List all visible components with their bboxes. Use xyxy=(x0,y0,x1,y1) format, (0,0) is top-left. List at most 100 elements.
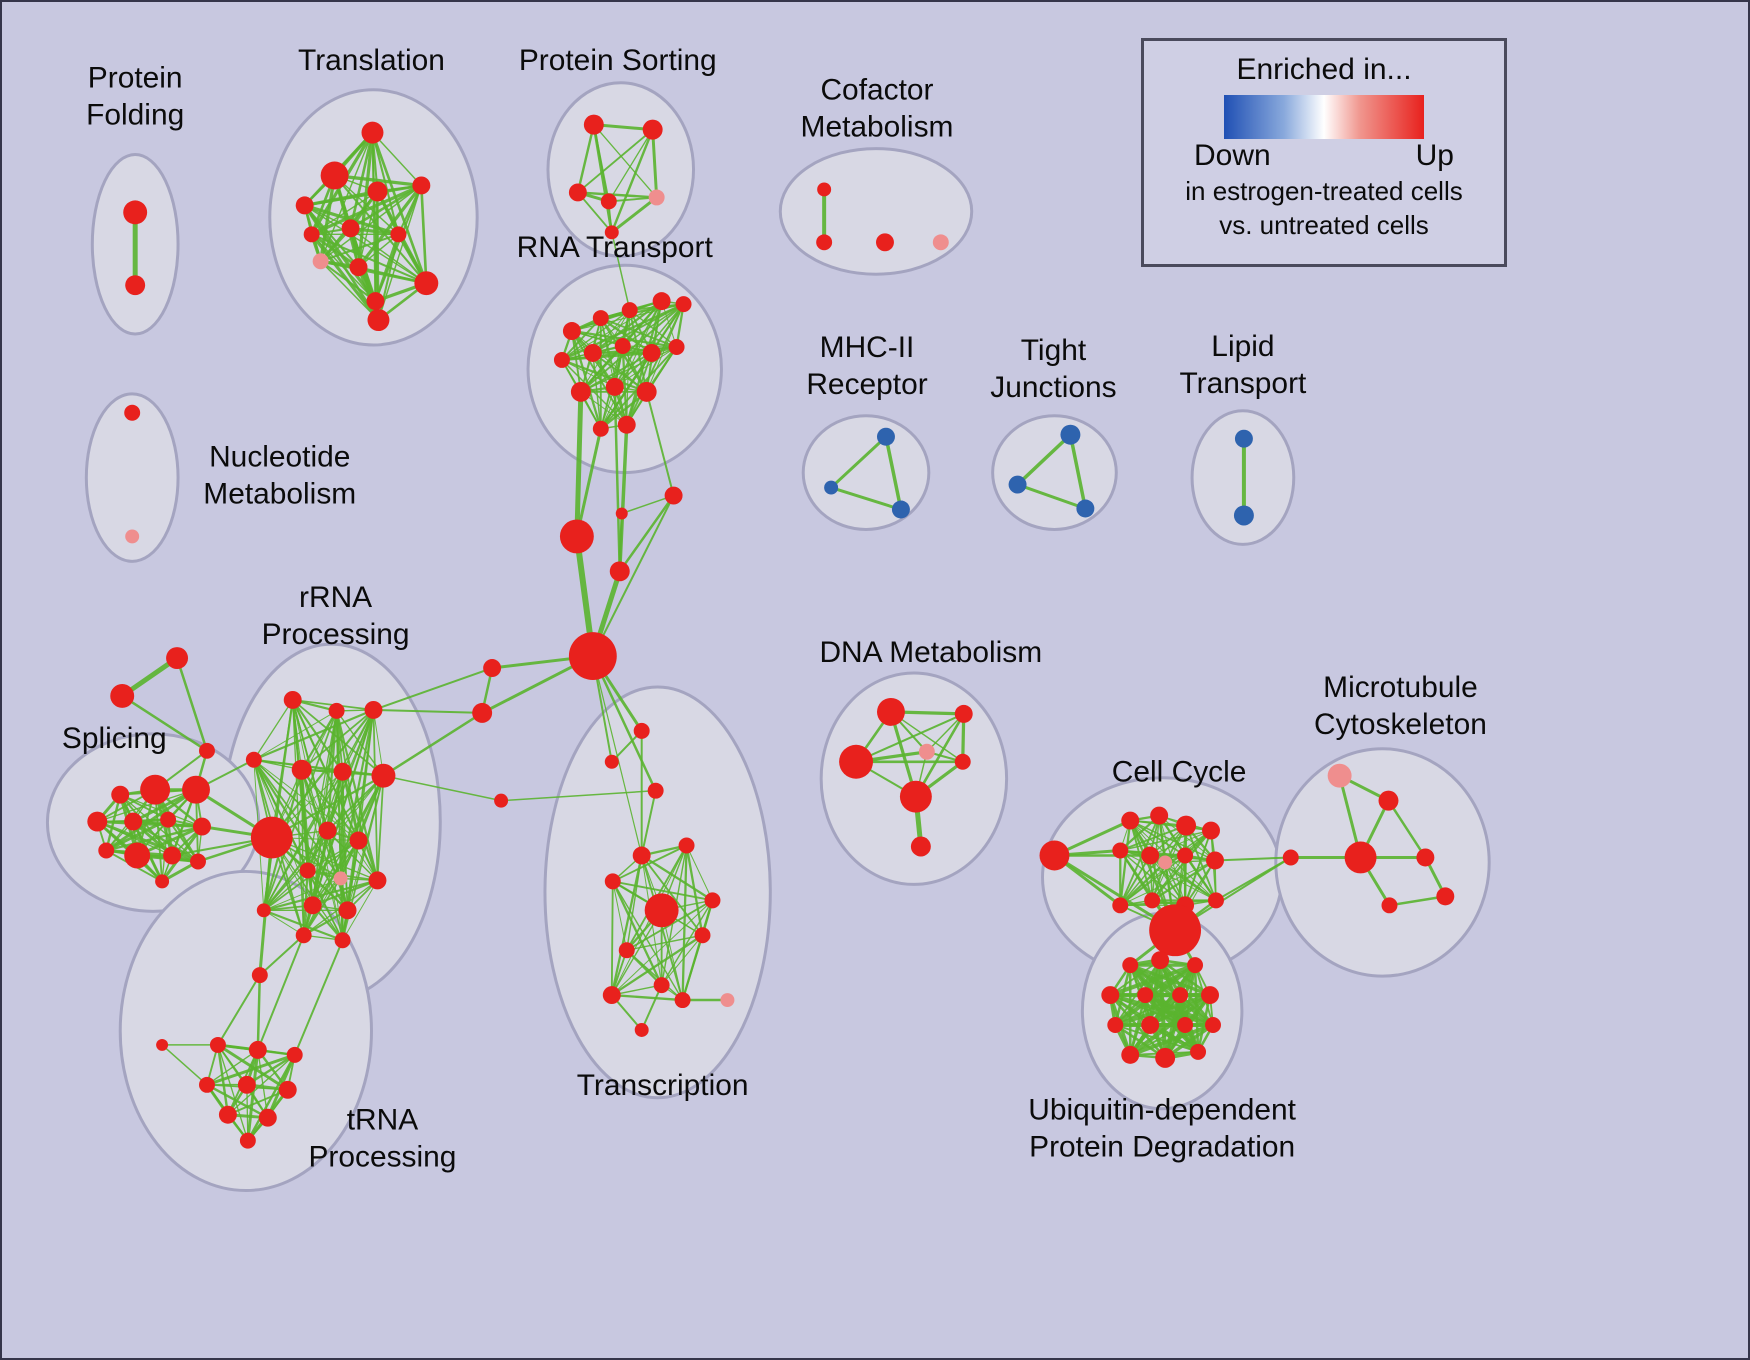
edge-ps4-ps5 xyxy=(607,196,658,203)
edge-tx9-tx13 xyxy=(681,934,704,1001)
edge-tl9-tl12 xyxy=(319,260,377,303)
edge-ps2-ps4 xyxy=(608,128,654,203)
edge-sp7-sp9 xyxy=(105,825,204,852)
node-rr3 xyxy=(364,700,383,719)
node-mc2 xyxy=(1378,790,1399,811)
edge-sp3-sp6 xyxy=(119,793,170,821)
cluster-label-splicing-line1: Splicing xyxy=(62,722,167,755)
edge-ps2-ps6 xyxy=(610,128,654,234)
edge-rr7-rr11 xyxy=(307,775,384,871)
edge-dm1-dm5 xyxy=(890,711,964,763)
edge-ps2-ps3 xyxy=(576,128,654,194)
node-ub9 xyxy=(1141,1016,1160,1034)
edge-tx6-tx12 xyxy=(610,880,614,997)
node-tn11 xyxy=(239,1132,256,1149)
edge-ps3-ps5 xyxy=(576,191,658,199)
edge-sp6-sp9 xyxy=(104,818,170,852)
edge-tx3-tx5 xyxy=(640,789,657,857)
edge-mh1-mh3 xyxy=(884,434,903,512)
edge-cy8-cy12 xyxy=(1151,854,1186,901)
cluster-label-lipid-transport-line1: Lipid xyxy=(1211,330,1274,363)
cluster-ellipse-transcription xyxy=(543,685,772,1100)
node-dm7 xyxy=(910,836,931,857)
cluster-label-nucleotide-metabolism-line2: Metabolism xyxy=(203,478,356,511)
edge-ub3-ub4 xyxy=(1108,963,1198,998)
edge-rt10-rt11 xyxy=(580,346,678,393)
node-tn8 xyxy=(278,1080,297,1099)
node-rt14 xyxy=(592,420,609,437)
node-tn5 xyxy=(286,1046,303,1063)
edge-cy7-cy11 xyxy=(1119,854,1152,907)
edge-cy4-cy6 xyxy=(1119,824,1188,852)
edge-rr7-rr8 xyxy=(270,774,385,839)
edge-cy9-cy12 xyxy=(1151,859,1217,902)
node-ub3 xyxy=(1187,957,1204,974)
edge-cy2-cy11 xyxy=(1119,819,1132,907)
node-tj2 xyxy=(1008,475,1027,494)
edge-rt12-cn4 xyxy=(613,385,621,573)
node-rt9 xyxy=(642,343,661,362)
cluster-ellipse-mhc-ii-receptor xyxy=(801,414,931,531)
edge-tl7-tl11 xyxy=(349,227,428,284)
node-st3 xyxy=(198,742,215,759)
edge-cn1-cn3 xyxy=(620,494,675,515)
edge-tx8-tx11 xyxy=(660,899,714,986)
cluster-ellipse-dna-metabolism xyxy=(819,671,1009,886)
edge-ps1-ps3 xyxy=(576,123,596,194)
edge-tx6-tx10 xyxy=(612,880,628,951)
node-tx2 xyxy=(604,754,619,769)
node-cy8 xyxy=(1177,847,1194,864)
node-tl13 xyxy=(367,309,390,332)
edge-rr7-rr9 xyxy=(326,774,385,832)
edge-tl2-tl5 xyxy=(332,173,423,188)
node-ub7 xyxy=(1201,986,1219,1005)
edge-rr11-rr18 xyxy=(263,869,309,911)
cluster-ellipse-trna-processing xyxy=(118,869,373,1192)
cluster-label-protein-folding-line1: Protein xyxy=(88,62,183,95)
cluster-label-transcription-line1: Transcription xyxy=(577,1069,749,1102)
legend-subtitle-line1: in estrogen-treated cells xyxy=(1185,176,1463,206)
edge-rr2-rr5 xyxy=(300,709,338,771)
edge-rr6-rr18 xyxy=(262,770,344,912)
edge-rt2-rt15 xyxy=(600,317,628,426)
edge-ps2-ps5 xyxy=(651,128,659,199)
cluster-label-tight-junctions-line2: Junctions xyxy=(990,371,1116,404)
edge-tx10-tx13 xyxy=(626,949,684,1001)
node-tl2 xyxy=(320,161,349,190)
edge-rt6-rt13 xyxy=(560,358,648,393)
edge-tn7-tn11 xyxy=(246,1084,249,1142)
node-rr11 xyxy=(299,862,316,879)
edge-rt5-rt6 xyxy=(560,302,685,362)
node-sp1 xyxy=(140,774,171,805)
cluster-label-cofactor-metabolism-line2: Metabolism xyxy=(801,111,954,144)
cluster-label-ubiquitin-degradation-line1: Ubiquitin-dependent xyxy=(1028,1094,1296,1127)
node-rt5 xyxy=(675,296,692,313)
node-rr1 xyxy=(283,690,302,709)
node-rr8 xyxy=(250,816,293,859)
edge-rt1-rt11 xyxy=(570,330,582,393)
cluster-ellipse-tight-junctions xyxy=(991,414,1118,531)
node-cy4 xyxy=(1176,815,1197,836)
edge-rt5-rt8 xyxy=(622,303,685,347)
node-tl9 xyxy=(312,253,329,270)
node-st2 xyxy=(110,683,135,708)
edge-ps5-ps6 xyxy=(610,195,659,234)
edge-cy5-cy7 xyxy=(1149,830,1212,856)
node-tn7 xyxy=(237,1075,256,1094)
node-tn10 xyxy=(258,1108,277,1127)
edge-tx6-tx13 xyxy=(612,880,684,1001)
edge-sp3-sp7 xyxy=(119,794,203,828)
node-tl6 xyxy=(303,226,320,243)
edge-rr16-tn4 xyxy=(256,934,305,1051)
edge-tl9-tl13 xyxy=(319,260,380,321)
node-rt1 xyxy=(562,322,581,341)
cluster-label-nucleotide-metabolism-line1: Nucleotide xyxy=(209,441,350,474)
node-tl4 xyxy=(367,181,388,202)
edge-rr9-rr13 xyxy=(327,830,378,881)
cluster-label-microtubule-cytoskeleton-line2: Cytoskeleton xyxy=(1314,708,1487,741)
edge-rr4-rr15 xyxy=(252,758,349,912)
edge-cy3-cy9 xyxy=(1158,815,1216,861)
edge-rt11-cn2 xyxy=(574,389,584,539)
